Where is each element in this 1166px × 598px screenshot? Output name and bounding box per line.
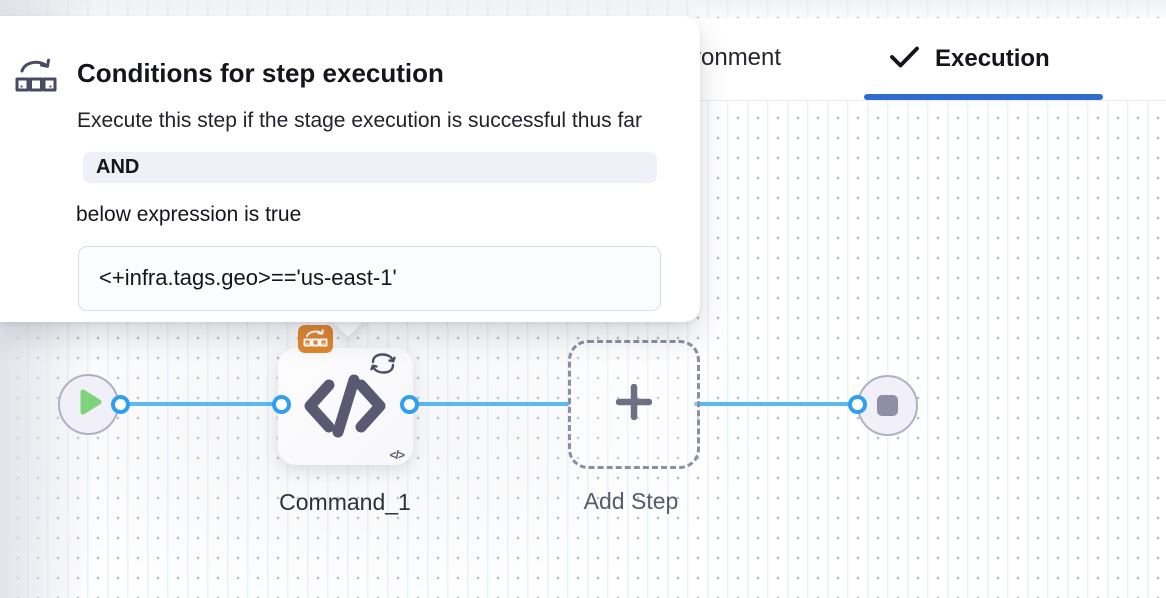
plus-icon <box>615 383 653 425</box>
stop-icon <box>877 395 898 416</box>
add-step-button[interactable] <box>568 340 700 469</box>
start-node[interactable] <box>58 374 119 435</box>
edge-start-to-command <box>118 402 283 406</box>
conditional-execution-badge[interactable] <box>298 325 333 353</box>
popover-title: Conditions for step execution <box>77 58 444 88</box>
conditions-popover: Conditions for step execution Execute th… <box>0 16 700 322</box>
conditional-execution-icon <box>15 58 57 104</box>
port-start-out[interactable] <box>110 394 130 414</box>
popover-description: Execute this step if the stage execution… <box>77 109 642 132</box>
edge-addstep-to-end <box>694 402 858 406</box>
port-command-out[interactable] <box>399 394 419 414</box>
add-step-label[interactable]: Add Step <box>583 488 679 514</box>
play-icon <box>80 389 102 420</box>
port-command-in[interactable] <box>271 394 291 414</box>
port-end-in[interactable] <box>847 394 867 414</box>
operator-pill: AND <box>83 152 657 183</box>
expression-field[interactable]: <+infra.tags.geo>=='us-east-1' <box>78 246 661 311</box>
step-command-1[interactable]: </> <box>278 348 413 465</box>
code-icon <box>302 373 388 444</box>
code-small-icon: </> <box>389 448 405 462</box>
step-label-command-1[interactable]: Command_1 <box>279 489 411 515</box>
edge-command-to-addstep <box>407 402 570 406</box>
loop-icon <box>368 352 398 381</box>
expression-intro: below expression is true <box>76 203 302 226</box>
